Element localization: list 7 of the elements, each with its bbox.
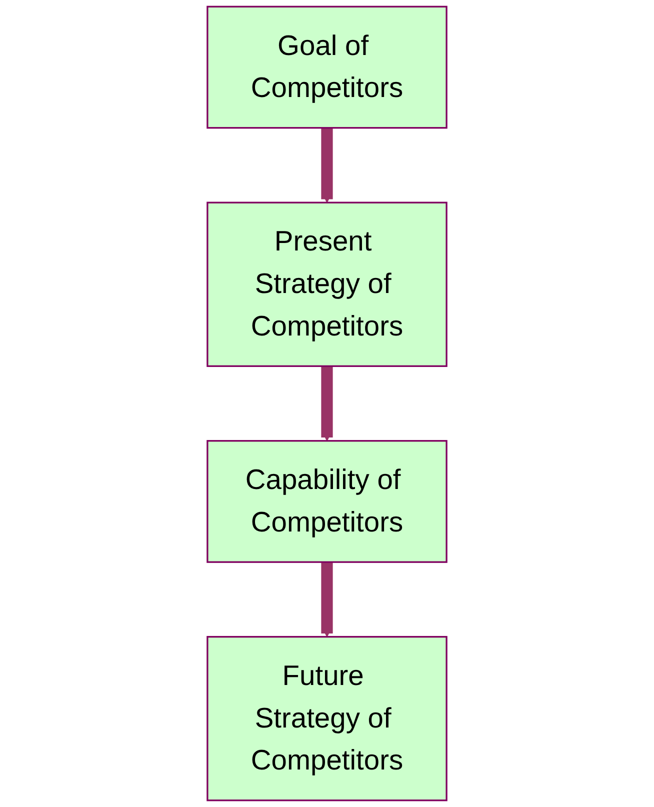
node-box: Goal of Competitors <box>206 6 448 129</box>
arrow <box>321 366 333 442</box>
arrow <box>321 128 333 203</box>
arrow <box>321 562 333 638</box>
node-box: Capability of Competitors <box>206 440 448 563</box>
node-box: Future Strategy of Competitors <box>206 636 448 802</box>
node-box: Present Strategy of Competitors <box>206 202 448 367</box>
